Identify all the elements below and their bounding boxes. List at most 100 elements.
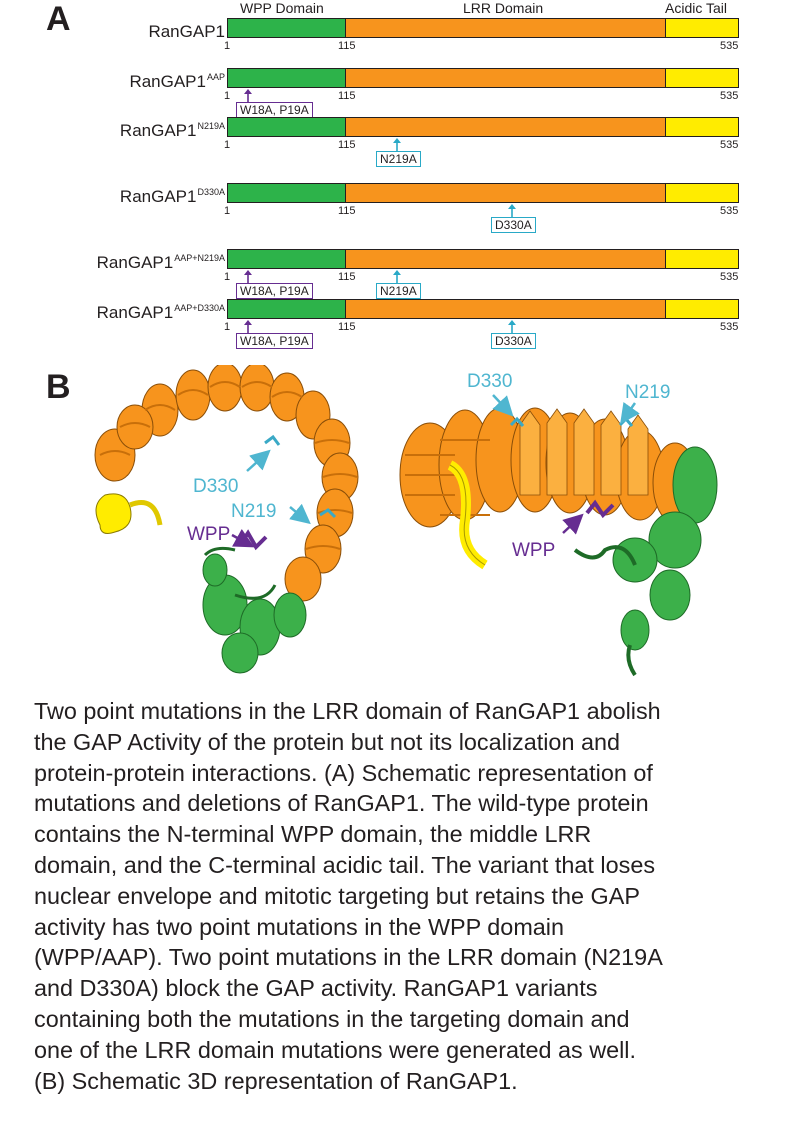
lrr-domain-segment [345,68,665,88]
mutation-arrow-icon [393,270,401,283]
lrr-domain-segment [345,249,665,269]
caption-line: activity has two point mutations in the … [34,913,565,940]
label-wpp-left: WPP [187,524,230,545]
wpp-domain-segment [227,183,345,203]
mutation-box: W18A, P19A [236,102,313,118]
position-start-label: 1 [224,40,231,52]
label-n219-left: N219 [231,501,276,522]
acidic-tail-segment [665,249,739,269]
position-end-label: 535 [720,40,739,52]
position-115-label: 115 [338,271,356,283]
position-115-label: 115 [338,90,356,102]
acidic-tail-segment [665,299,739,319]
caption-line: one of the LRR domain mutations were gen… [34,1036,637,1063]
wpp-domain-segment [227,68,345,88]
construct-superscript: AAP [206,72,225,82]
construct-superscript: N219A [197,121,225,131]
label-wpp-right: WPP [512,540,555,561]
wpp-domain-segment [227,249,345,269]
construct-label: RanGAP1AAP+N219A [97,253,225,273]
mutation-box: W18A, P19A [236,333,313,349]
construct-label: RanGAP1D330A [120,187,225,207]
construct-label: RanGAP1N219A [120,121,225,141]
lrr-domain-header: LRR Domain [463,0,544,16]
construct-superscript: AAP+D330A [174,303,225,313]
acidic-tail-segment [665,117,739,137]
construct-superscript: D330A [197,187,225,197]
position-start-label: 1 [224,139,231,151]
mutation-arrow-icon [244,320,252,333]
panel-a-letter: A [46,0,71,38]
wpp-domain-segment [227,117,345,137]
mutation-box: D330A [491,333,536,349]
label-n219-right: N219 [625,382,670,403]
mutation-arrow-icon [393,138,401,151]
caption-line: Two point mutations in the LRR domain of… [34,698,661,724]
lrr-domain-segment [345,117,665,137]
construct-name: RanGAP1 [148,22,225,41]
position-115-label: 115 [338,205,356,217]
construct-name: RanGAP1 [119,187,197,206]
caption-line: (WPP/AAP). Two point mutations in the LR… [34,944,663,971]
position-end-label: 535 [720,321,739,333]
figure-caption: Two point mutations in the LRR domain of… [34,696,794,1096]
structure-left-view: D330 N219 WPP [94,365,359,674]
mutation-arrow-icon [244,270,252,283]
position-end-label: 535 [720,90,739,102]
mutation-arrow-icon [244,89,252,102]
caption-line: contains the N-terminal WPP domain, the … [34,821,592,848]
construct-name: RanGAP1 [119,121,197,140]
label-d330-left: D330 [193,476,238,497]
position-start-label: 1 [224,271,231,283]
mutation-arrow-icon [508,204,516,217]
mutation-box: N219A [376,151,421,167]
caption-line: the GAP Activity of the protein but not … [34,728,620,755]
position-end-label: 535 [720,271,739,283]
protein-structure-illustration: D330 N219 WPP [94,365,718,677]
lrr-domain-segment [345,183,665,203]
construct-name: RanGAP1 [96,303,174,322]
position-115-label: 115 [338,321,356,333]
caption-line: and D330A) block the GAP activity. RanGA… [34,975,598,1002]
caption-line: (B) Schematic 3D representation of RanGA… [34,1067,518,1094]
construct-superscript: AAP+N219A [174,253,225,263]
caption-line: containing both the mutations in the tar… [34,1005,630,1032]
wpp-domain-segment [227,18,345,38]
position-end-label: 535 [720,205,739,217]
lrr-domain-segment [345,18,665,38]
position-end-label: 535 [720,139,739,151]
caption-line: protein-protein interactions. (A) Schema… [34,759,653,786]
wpp-domain-segment [227,299,345,319]
acidic-tail-segment [665,18,739,38]
position-start-label: 1 [224,90,231,102]
position-start-label: 1 [224,205,231,217]
mutation-box: D330A [491,217,536,233]
position-start-label: 1 [224,321,231,333]
position-115-label: 115 [338,139,356,151]
acidic-tail-header: Acidic Tail [665,0,727,16]
caption-line: nuclear envelope and mitotic targeting b… [34,882,640,909]
construct-label: RanGAP1 [148,22,225,42]
caption-line: mutations and deletions of RanGAP1. The … [34,790,649,817]
construct-label: RanGAP1AAP+D330A [97,303,225,323]
caption-line: domain, and the C-terminal acidic tail. … [34,851,656,878]
wpp-domain-header: WPP Domain [240,0,324,16]
panel-b-letter: B [46,368,71,406]
mutation-box: W18A, P19A [236,283,313,299]
mutation-box: N219A [376,283,421,299]
construct-name: RanGAP1 [129,72,206,91]
construct-name: RanGAP1 [96,253,174,272]
structure-right-view: D330 N219 WPP [399,371,718,677]
construct-label: RanGAP1AAP [129,72,225,92]
label-d330-right: D330 [467,371,512,392]
lrr-domain-segment [345,299,665,319]
acidic-tail-segment [665,183,739,203]
acidic-tail-segment [665,68,739,88]
position-115-label: 115 [338,40,356,52]
